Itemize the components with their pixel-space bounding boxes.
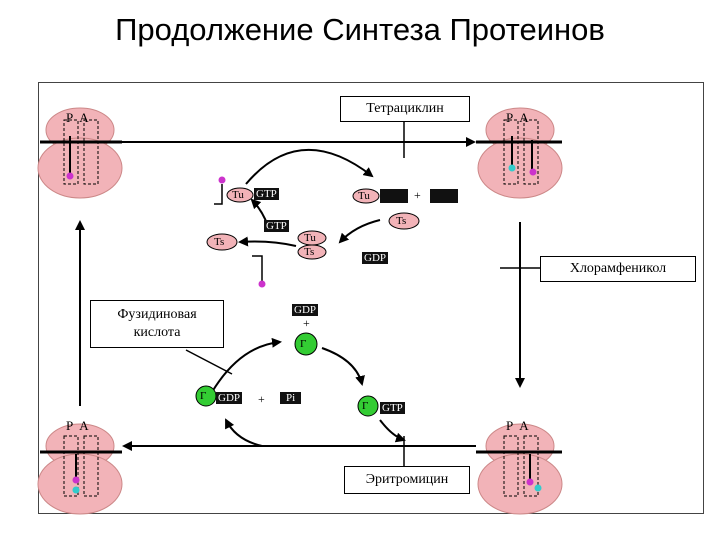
gtp-label-3: GTP [380, 402, 405, 414]
g-label-right: Г [362, 400, 369, 412]
g-label-top: Г [300, 338, 307, 350]
ribosome-sites-bottom-left: P A [66, 418, 91, 433]
tetracycline-box: Тетрациклин [340, 96, 470, 122]
gdp-label-2: GDP [292, 304, 319, 316]
gdp-label-3: GDP [216, 392, 243, 404]
ribosome-bottom-right [477, 423, 563, 515]
gtp-label-2: GTP [264, 220, 289, 232]
arrow-tu-gtp-to-ribosome [245, 148, 374, 185]
ts-shape-left [206, 233, 238, 251]
ts-shape-right [388, 212, 420, 230]
ts-label-right: Ts [396, 215, 407, 227]
tu-shape-2 [352, 188, 380, 204]
ribosome-sites-top-left: P A [66, 110, 91, 125]
ts-label-3: Ts [304, 246, 315, 258]
tu-label-3: Tu [304, 232, 316, 244]
g-label-left: Г [200, 390, 207, 402]
ribosome-sites-top-right: P A [506, 110, 531, 125]
plus-3: + [258, 392, 265, 406]
plus-1: + [414, 188, 421, 202]
dark-block-2 [430, 189, 458, 203]
arrow-g-to-gtp [321, 347, 365, 386]
ts-shape-3 [297, 244, 327, 260]
diagram-frame [38, 82, 704, 514]
ribosome-sites-bottom-right: P A [506, 418, 531, 433]
arrow-ts-binding [338, 219, 381, 244]
erythromycin-box: Эритромицин [344, 466, 470, 494]
gtp-label-1: GTP [254, 188, 279, 200]
tu-label-2: Tu [358, 190, 370, 202]
chloramphenicol-box: Хлорамфеникол [540, 256, 696, 282]
gdp-label-1: GDP [362, 252, 389, 264]
ts-label-left: Ts [214, 236, 225, 248]
ribosome-bottom-left [37, 423, 123, 515]
pi-label: Pi [280, 392, 302, 404]
arrow-g-gtp-to-ribosome [379, 419, 406, 443]
g-shape-right [357, 395, 379, 417]
fusidic-acid-line2: кислота [133, 325, 181, 340]
tu-shape-1 [226, 187, 254, 203]
arrow-g-gdp-up [211, 337, 282, 393]
dark-block-1 [380, 189, 408, 203]
g-shape-top [294, 332, 318, 356]
fusidic-acid-line1: Фузидиновая [117, 307, 197, 322]
tu-label-1: Tu [232, 189, 244, 201]
page-title: Продолжение Синтеза Протеинов [115, 12, 605, 47]
fusidic-acid-box: Фузидиновая кислота [90, 300, 224, 348]
trna-released [252, 255, 266, 288]
arrow-ts-release [238, 236, 297, 247]
plus-2: + [303, 316, 310, 330]
trna-incoming [214, 176, 226, 205]
arrow-hidden [320, 414, 384, 448]
arrow-release-to-g-gdp [225, 418, 263, 447]
inhibitor-fusidic-acid [185, 349, 233, 375]
